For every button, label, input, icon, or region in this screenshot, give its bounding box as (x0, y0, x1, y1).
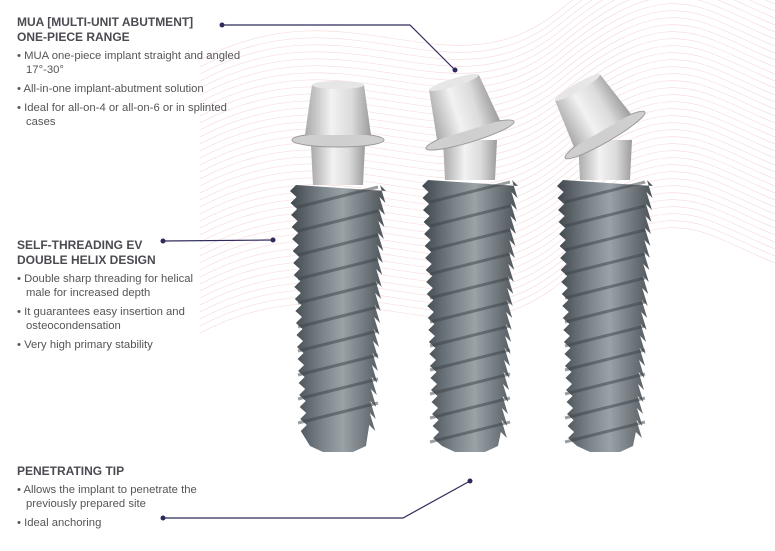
collar (311, 145, 365, 185)
implant-straight (290, 81, 386, 452)
bullet-item: MUA one-piece implant straight and angle… (17, 49, 257, 77)
helix-groove (429, 252, 511, 276)
wave-line (199, 0, 574, 61)
wave-line (199, 0, 775, 82)
wave-line (199, 0, 775, 75)
bullet-item: It guarantees easy insertion and osteoco… (17, 305, 217, 333)
abutment-top (429, 73, 479, 91)
helix-groove (429, 300, 511, 324)
implant-angled-17 (422, 73, 518, 452)
helix-groove (429, 348, 511, 372)
helix-groove (297, 305, 379, 329)
helix-groove (564, 300, 646, 324)
collar (443, 140, 497, 180)
abutment-top (312, 81, 364, 89)
wave-line (199, 3, 775, 110)
wave-line (199, 0, 775, 89)
helix-groove (297, 329, 379, 353)
wave-line (199, 0, 775, 103)
helix-groove (429, 324, 511, 348)
helix-groove (297, 257, 379, 281)
helix-groove (297, 233, 379, 257)
wave-line (199, 0, 583, 68)
helix-groove (564, 420, 646, 444)
helix-groove (429, 396, 511, 420)
helix-groove (429, 204, 511, 228)
bullet-item: Very high primary stability (17, 338, 217, 352)
helix-groove (564, 396, 646, 420)
leader-line-thread (162, 239, 274, 242)
leader-line-tip (163, 480, 471, 519)
leader-dot (452, 67, 458, 73)
section-tip: PENETRATING TIP Allows the implant to pe… (17, 464, 217, 535)
helix-groove (564, 372, 646, 396)
helix-groove (564, 180, 646, 204)
bullet-item: Ideal anchoring (17, 516, 217, 530)
bullet-item: All-in-one implant-abutment solution (17, 82, 257, 96)
bullet-item: Allows the implant to penetrate the prev… (17, 483, 217, 511)
helix-groove (297, 377, 379, 401)
leader-dot (270, 237, 276, 243)
section-mua: MUA [MULTI-UNIT ABUTMENT]ONE-PIECE RANGE… (17, 15, 257, 134)
helix-groove (429, 180, 511, 204)
helix-groove (297, 353, 379, 377)
section-title: PENETRATING TIP (17, 464, 125, 478)
section-title: MUA [MULTI-UNIT ABUTMENT]ONE-PIECE RANGE (17, 15, 194, 44)
helix-groove (429, 372, 511, 396)
helix-groove (429, 228, 511, 252)
threaded-body (557, 180, 653, 452)
helix-groove (564, 228, 646, 252)
helix-groove (564, 348, 646, 372)
helix-groove (429, 420, 511, 444)
bullet-item: Double sharp threading for helical male … (17, 272, 217, 300)
helix-groove (297, 209, 379, 233)
bullet-item: Ideal for all-on-4 or all-on-6 or in spl… (17, 101, 257, 129)
helix-groove (297, 401, 379, 425)
wave-line (199, 0, 775, 96)
threaded-body (422, 180, 518, 452)
leader-dot (467, 478, 473, 484)
abutment-cone (429, 74, 501, 140)
leader-dot (160, 238, 166, 244)
implant-angled-30 (554, 73, 653, 452)
helix-groove (564, 324, 646, 348)
leader-dot (219, 22, 225, 28)
helix-groove (297, 281, 379, 305)
helix-groove (564, 276, 646, 300)
helix-groove (297, 185, 379, 209)
leader-line-mua (222, 24, 456, 71)
helix-groove (564, 204, 646, 228)
helix-groove (429, 276, 511, 300)
abutment-cone (305, 85, 371, 135)
helix-groove (564, 252, 646, 276)
abutment-top (554, 73, 601, 101)
